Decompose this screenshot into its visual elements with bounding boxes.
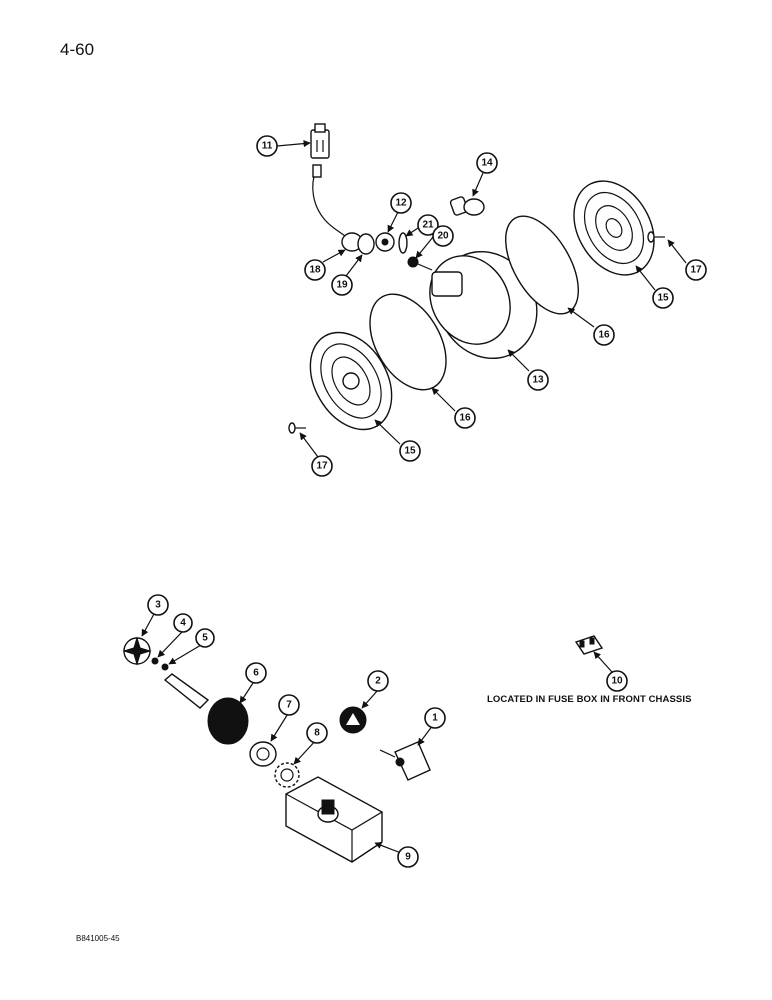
callout-2: 2 [367,670,389,692]
callout-17: 17 [685,259,707,281]
svg-text:14: 14 [481,158,493,169]
fuse-location-note: LOCATED IN FUSE BOX IN FRONT CHASSIS [487,694,692,705]
svg-text:2: 2 [375,676,381,687]
svg-text:21: 21 [422,220,434,231]
svg-text:15: 15 [657,293,669,304]
svg-text:12: 12 [395,198,407,209]
callout-7: 7 [278,694,300,716]
svg-text:6: 6 [253,668,259,679]
svg-text:1: 1 [432,713,438,724]
callout-16: 16 [593,324,615,346]
svg-text:9: 9 [405,852,411,863]
svg-text:3: 3 [155,600,161,611]
svg-text:5: 5 [202,633,208,644]
switch-box-part [285,776,383,863]
svg-text:18: 18 [309,265,321,276]
callout-17: 17 [311,455,333,477]
svg-text:11: 11 [262,141,273,152]
svg-text:7: 7 [286,700,292,711]
connector-part [310,123,346,237]
svg-text:8: 8 [314,728,320,739]
svg-text:13: 13 [532,375,544,386]
callout-16: 16 [454,407,476,429]
gasket-part [369,293,447,391]
lock-washer-part [274,762,300,788]
ball-part [161,663,169,671]
callout-18: 18 [304,259,326,281]
svg-text:20: 20 [437,231,449,242]
svg-text:16: 16 [598,330,610,341]
svg-text:10: 10 [611,676,623,687]
figure-id: B841005-45 [76,934,120,943]
svg-text:4: 4 [180,618,186,629]
callout-13: 13 [527,369,549,391]
callout-12: 12 [390,192,412,214]
nut-part [249,741,277,767]
bulb-part [449,196,485,216]
callout-1: 1 [424,707,446,729]
callout-5: 5 [195,628,215,648]
lamp-socket-part [341,232,433,271]
toggle-switch-part [379,741,431,781]
fuse-part [574,635,604,655]
callout-15: 15 [399,440,421,462]
svg-text:15: 15 [404,446,416,457]
lamp-housing-part [429,250,538,360]
callout-14: 14 [476,152,498,174]
page-number: 4-60 [60,40,95,59]
lens-part [309,331,393,431]
callout-19: 19 [331,274,353,296]
callout-11: 11 [256,135,278,157]
callout-9: 9 [397,846,419,868]
screw-part [288,231,665,434]
switch-lever-part [163,673,249,745]
callout-20: 20 [432,225,454,247]
callout-10: 10 [606,670,628,692]
switch-knob-part [122,636,152,666]
callout-4: 4 [173,613,193,633]
callout-3: 3 [147,594,169,616]
callout-15: 15 [652,287,674,309]
callout-6: 6 [245,662,267,684]
button-cap-part [339,706,367,734]
svg-text:17: 17 [316,461,328,472]
callout-8: 8 [306,722,328,744]
svg-text:19: 19 [336,280,348,291]
screw-part [151,657,159,665]
callout-21: 21 [417,214,439,236]
svg-text:16: 16 [459,413,471,424]
svg-text:17: 17 [690,265,702,276]
